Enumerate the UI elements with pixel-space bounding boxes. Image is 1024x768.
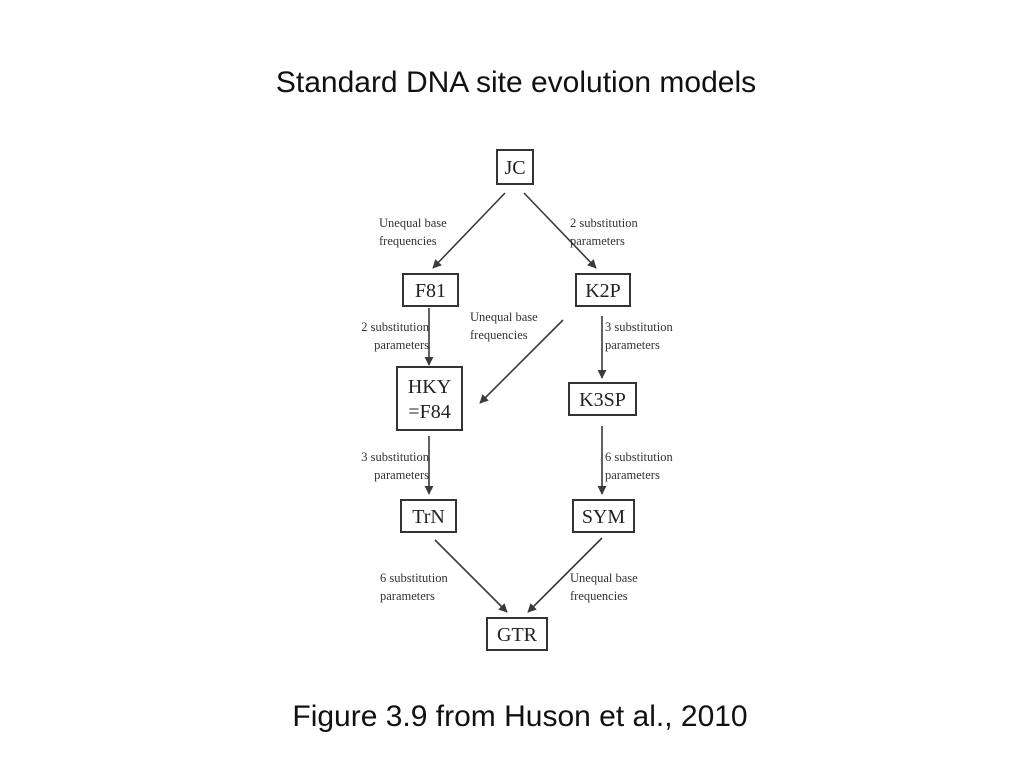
node-label-gtr: GTR — [497, 624, 538, 646]
node-hky: HKY=F84 — [396, 366, 463, 431]
node-box-f81 — [402, 273, 459, 307]
arrow-jc-k2p — [523, 192, 597, 269]
node-k2p: K2P — [575, 273, 631, 307]
node-k3sp: K3SP — [568, 382, 637, 416]
node-label-k2p: K2P — [585, 280, 621, 302]
node-sym: SYM — [572, 499, 635, 533]
node-box-trn — [400, 499, 457, 533]
figure-caption: Figure 3.9 from Huson et al., 2010 — [292, 700, 748, 733]
node-jc: JC — [496, 149, 534, 185]
node-label-f81: F81 — [415, 280, 446, 302]
arrow-k2p-hky — [479, 319, 564, 404]
node-label-jc: JC — [504, 157, 525, 179]
node-box-sym — [572, 499, 635, 533]
nodes-layer: JC F81 K2P HKY=F84 K3SP TrN SYM GTR — [396, 149, 637, 651]
node-box-k2p — [575, 273, 631, 307]
node-box-gtr — [486, 617, 548, 651]
node-f81: F81 — [402, 273, 459, 307]
node-box-jc — [496, 149, 534, 185]
node-label-trn: TrN — [412, 506, 445, 528]
slide-title: Standard DNA site evolution models — [275, 66, 757, 99]
edges-layer — [424, 192, 607, 613]
node-label-hky: HKY=F84 — [408, 376, 451, 423]
node-trn: TrN — [400, 499, 457, 533]
node-box-k3sp — [568, 382, 637, 416]
node-label-sym: SYM — [582, 506, 626, 528]
arrow-sym-gtr — [527, 537, 603, 613]
node-label-k3sp: K3SP — [579, 389, 626, 411]
node-gtr: GTR — [486, 617, 548, 651]
node-box-hky — [396, 366, 463, 431]
arrow-jc-f81 — [432, 192, 506, 269]
arrow-trn-gtr — [434, 539, 508, 613]
